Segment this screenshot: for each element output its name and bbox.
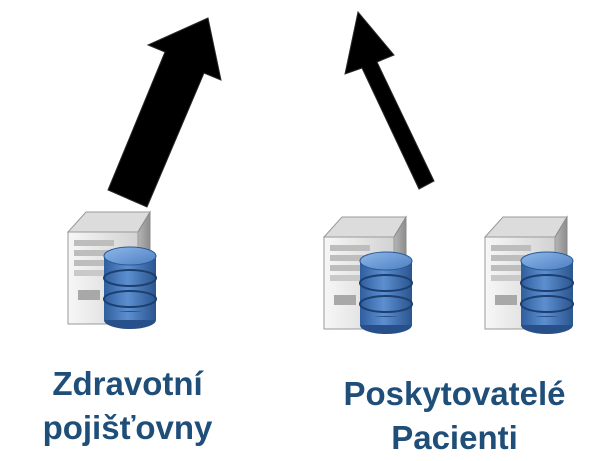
arrow-left-up-icon (107, 17, 222, 208)
label-line: Poskytovatelé (343, 375, 566, 412)
label-poskytovatele-pacienti: Poskytovatelé Pacienti (300, 372, 609, 460)
database-server-icon (67, 211, 157, 330)
label-line: Zdravotní (52, 365, 203, 402)
database-server-icon (484, 216, 574, 335)
database-server-icon (323, 216, 413, 335)
label-zdravotni-pojistovny: Zdravotní pojišťovny (0, 362, 255, 450)
label-line: Pacienti (391, 419, 518, 456)
label-line: pojišťovny (42, 409, 213, 446)
arrow-right-up-icon (344, 10, 435, 190)
